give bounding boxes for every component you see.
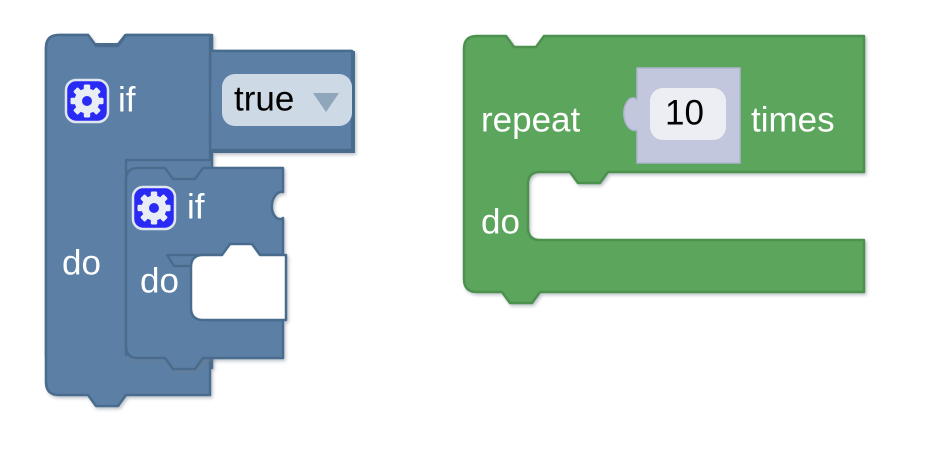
block-outer-if-spine xyxy=(44,33,212,408)
repeat-do-label: do xyxy=(481,202,520,241)
gear-icon[interactable] xyxy=(64,78,110,124)
number-field-value: 10 xyxy=(665,93,704,132)
block-repeat-body[interactable] xyxy=(462,34,866,305)
outer-if-label: if xyxy=(118,80,136,119)
boolean-dropdown-field[interactable]: true xyxy=(222,74,352,126)
inner-if-label: if xyxy=(187,187,205,226)
outer-do-label: do xyxy=(62,243,101,282)
repeat-label: repeat xyxy=(481,100,581,139)
times-number-block[interactable]: 10 xyxy=(623,67,741,164)
times-label: times xyxy=(751,100,835,139)
number-field[interactable] xyxy=(650,88,726,140)
block-controls-if-inner[interactable]: if do xyxy=(124,166,288,371)
block-controls-repeat[interactable]: repeat 10 times do xyxy=(462,34,866,305)
chevron-down-icon[interactable] xyxy=(313,93,339,112)
inner-do-label: do xyxy=(140,261,179,300)
block-inner-if-do-slot[interactable] xyxy=(189,242,288,322)
gear-icon[interactable] xyxy=(131,185,177,231)
dropdown-value: true xyxy=(234,79,294,118)
